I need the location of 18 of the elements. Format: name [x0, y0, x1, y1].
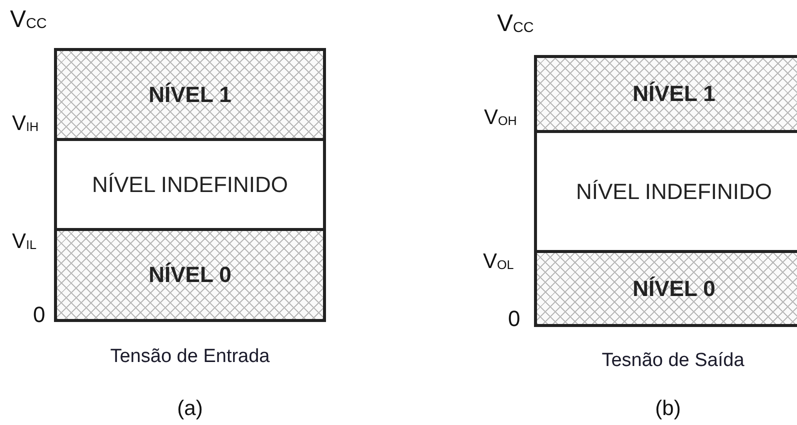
logic-level-band	[534, 55, 797, 133]
level-label: NÍVEL 0	[632, 276, 716, 302]
level-label: NÍVEL INDEFINIDO	[576, 178, 772, 204]
voltage-label: 0	[33, 302, 46, 328]
voltage-label: V$_{CC}$	[497, 10, 534, 38]
axis-caption: Tensão de Entrada	[110, 346, 270, 368]
level-label: NÍVEL 1	[632, 81, 716, 107]
level-label: NÍVEL 0	[148, 262, 232, 288]
axis-caption: Tesnão de Saída	[602, 350, 744, 372]
panel-label: (a)	[177, 397, 203, 421]
panel-label: (b)	[655, 397, 681, 421]
voltage-label: V$_{CC}$	[10, 6, 47, 34]
level-label: NÍVEL 1	[148, 82, 232, 108]
logic-level-band	[54, 48, 326, 141]
logic-level-band	[534, 250, 797, 327]
logic-level-band	[54, 228, 326, 322]
voltage-label: 0	[508, 306, 520, 332]
level-label: NÍVEL INDEFINIDO	[92, 172, 288, 198]
